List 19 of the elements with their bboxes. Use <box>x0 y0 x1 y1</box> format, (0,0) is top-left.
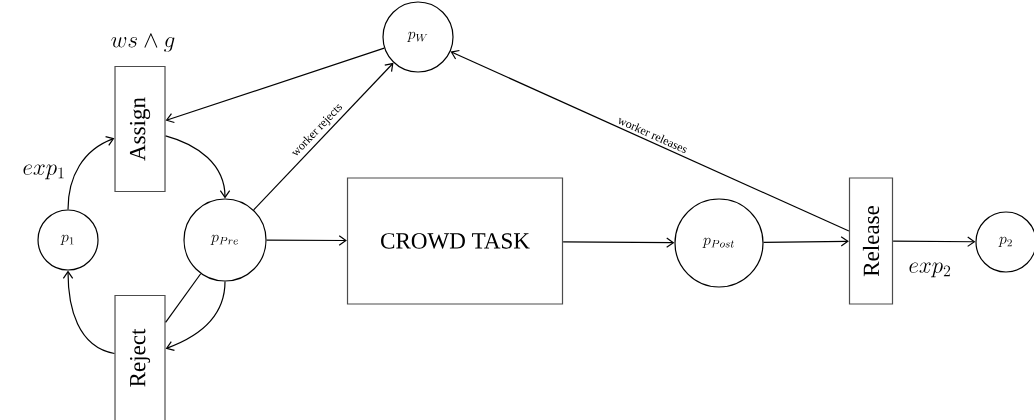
arrow <box>67 135 115 210</box>
arrow <box>62 270 115 355</box>
edge-label: worker releases <box>619 117 687 154</box>
arrow <box>892 236 976 247</box>
edge-label: $exp_2$ <box>909 262 951 278</box>
arrow <box>266 235 347 246</box>
edge-label: $exp_1$ <box>23 164 64 180</box>
arrow <box>763 236 849 247</box>
transition-box: Reject <box>114 294 166 420</box>
arrow <box>562 237 675 248</box>
arrow <box>253 62 394 211</box>
transition-box: CROWD TASK <box>346 177 564 305</box>
arrow <box>165 135 231 199</box>
arrow <box>165 281 226 352</box>
transition-box: Assign <box>114 65 166 193</box>
transition-box: Release <box>848 177 894 305</box>
guard-label: $ws \wedge g$ <box>111 33 175 52</box>
arrow <box>450 49 850 232</box>
arrow <box>165 47 385 124</box>
